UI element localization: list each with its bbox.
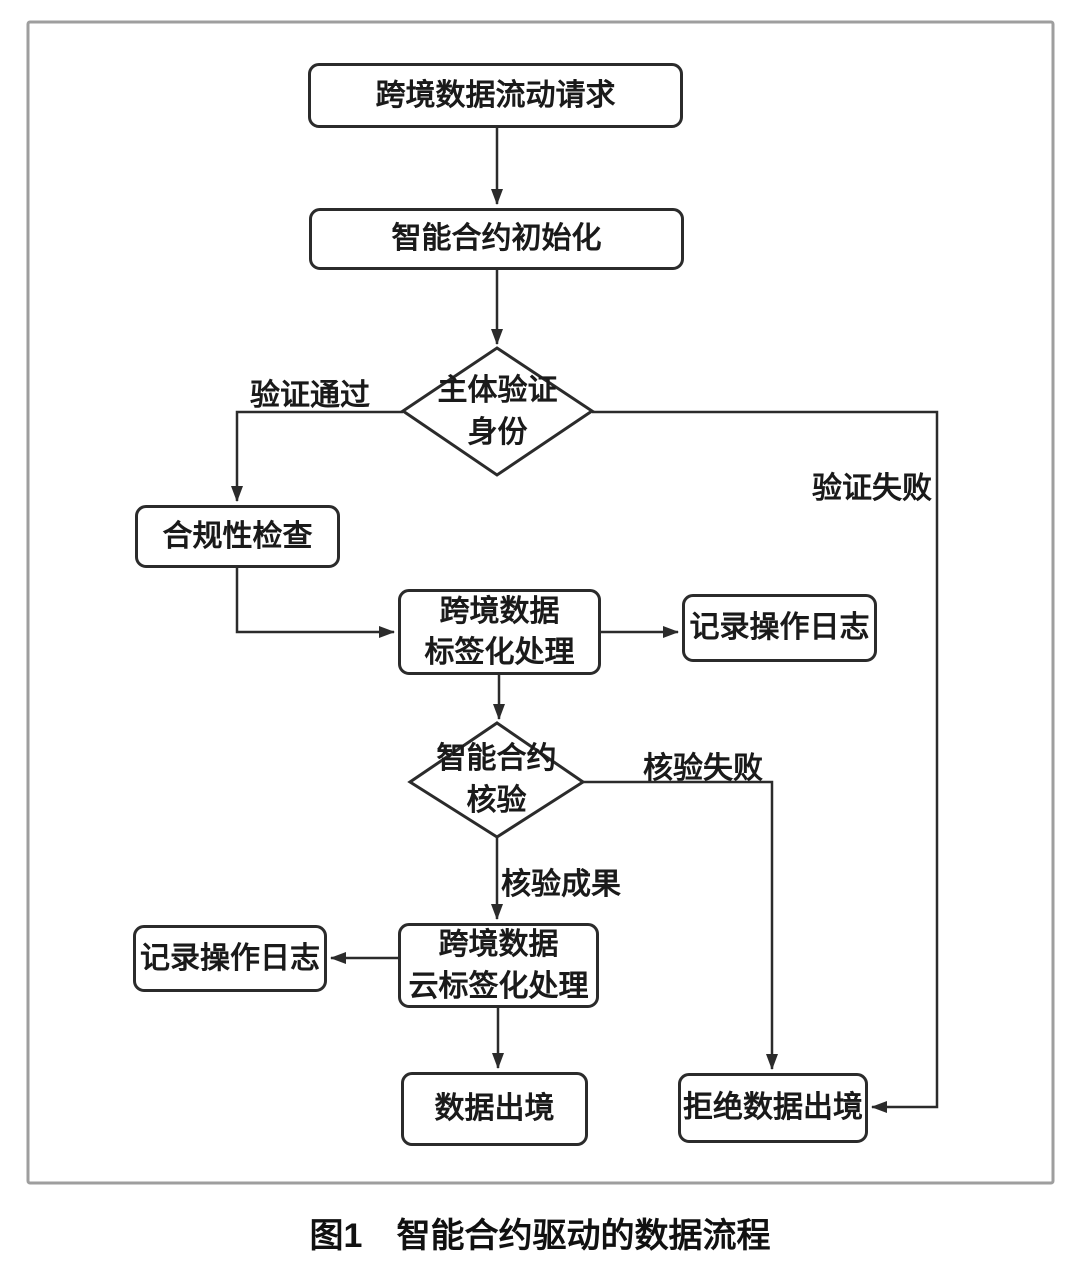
node-labeling-line2: 标签化处理 xyxy=(424,636,575,669)
node-request-label: 跨境数据流动请求 xyxy=(375,78,616,112)
node-reject-exit: 拒绝数据出境 xyxy=(678,1073,868,1143)
edge-compliance-to-labeling xyxy=(235,568,395,638)
node-reject-exit-label: 拒绝数据出境 xyxy=(683,1091,863,1125)
edge-label-check-success: 核验成果 xyxy=(501,868,621,901)
node-data-exit: 数据出境 xyxy=(401,1072,588,1146)
edge-label-check-fail: 核验失败 xyxy=(643,752,763,785)
node-init: 智能合约初始化 xyxy=(309,208,684,270)
diamond-contract-verify-shape xyxy=(407,721,586,839)
node-compliance: 合规性检查 xyxy=(135,505,340,568)
node-contract-verify-line1: 智能合约 xyxy=(436,742,557,775)
node-identity-check: 主体验证 身份 xyxy=(403,350,592,473)
edge-verify-fail-to-reject xyxy=(583,780,778,1070)
node-init-label: 智能合约初始化 xyxy=(391,222,602,256)
node-contract-verify-line2: 核验 xyxy=(466,784,527,817)
node-identity-check-line2: 身份 xyxy=(467,415,528,449)
node-log-left-label: 记录操作日志 xyxy=(140,941,320,975)
node-log-right: 记录操作日志 xyxy=(682,594,877,662)
node-contract-verify: 智能合约 核验 xyxy=(410,725,583,835)
edge-identity-fail-to-reject xyxy=(592,410,939,1113)
edge-identity-to-compliance xyxy=(231,410,403,502)
diamond-identity-check-shape xyxy=(400,346,595,477)
node-compliance-label: 合规性检查 xyxy=(162,519,313,553)
node-identity-check-line1: 主体验证 xyxy=(437,373,558,407)
node-cloud-labeling-line2: 云标签化处理 xyxy=(408,969,589,1003)
figure-border xyxy=(26,20,1055,1185)
node-log-right-label: 记录操作日志 xyxy=(689,611,870,645)
node-request: 跨境数据流动请求 xyxy=(308,63,683,128)
node-labeling-line1: 跨境数据 xyxy=(439,594,560,628)
node-labeling: 跨境数据 标签化处理 xyxy=(398,589,601,675)
figure-caption: 图1 智能合约驱动的数据流程 xyxy=(309,1217,771,1255)
node-data-exit-label: 数据出境 xyxy=(434,1092,555,1126)
edge-label-verify-pass: 验证通过 xyxy=(250,379,370,412)
edge-label-verify-fail: 验证失败 xyxy=(812,472,932,505)
node-cloud-labeling: 跨境数据 云标签化处理 xyxy=(398,923,599,1008)
node-cloud-labeling-line1: 跨境数据 xyxy=(438,928,559,962)
node-log-left: 记录操作日志 xyxy=(133,925,327,992)
